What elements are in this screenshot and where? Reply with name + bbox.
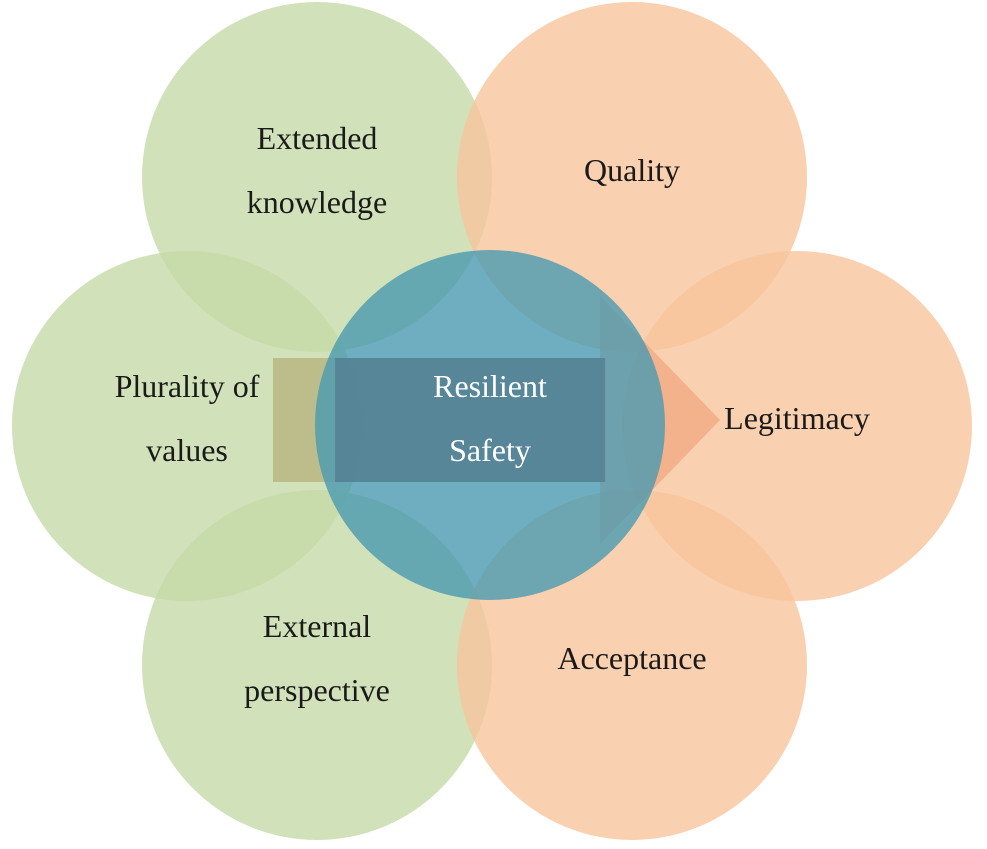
label-safety: Safety [449, 432, 531, 468]
label-legitimacy: Legitimacy [724, 400, 870, 436]
label-external-perspective-line2: perspective [244, 672, 390, 708]
label-external-perspective-line1: External [263, 608, 372, 644]
arrow-overlay [335, 358, 605, 482]
label-extended-knowledge-line2: knowledge [247, 184, 387, 220]
label-extended-knowledge-line1: Extended [257, 120, 378, 156]
label-plurality-of-values-line1: Plurality of [115, 368, 260, 404]
label-plurality-of-values-line2: values [146, 432, 228, 468]
label-quality: Quality [584, 152, 680, 188]
label-resilient: Resilient [433, 368, 547, 404]
label-acceptance: Acceptance [557, 640, 706, 676]
